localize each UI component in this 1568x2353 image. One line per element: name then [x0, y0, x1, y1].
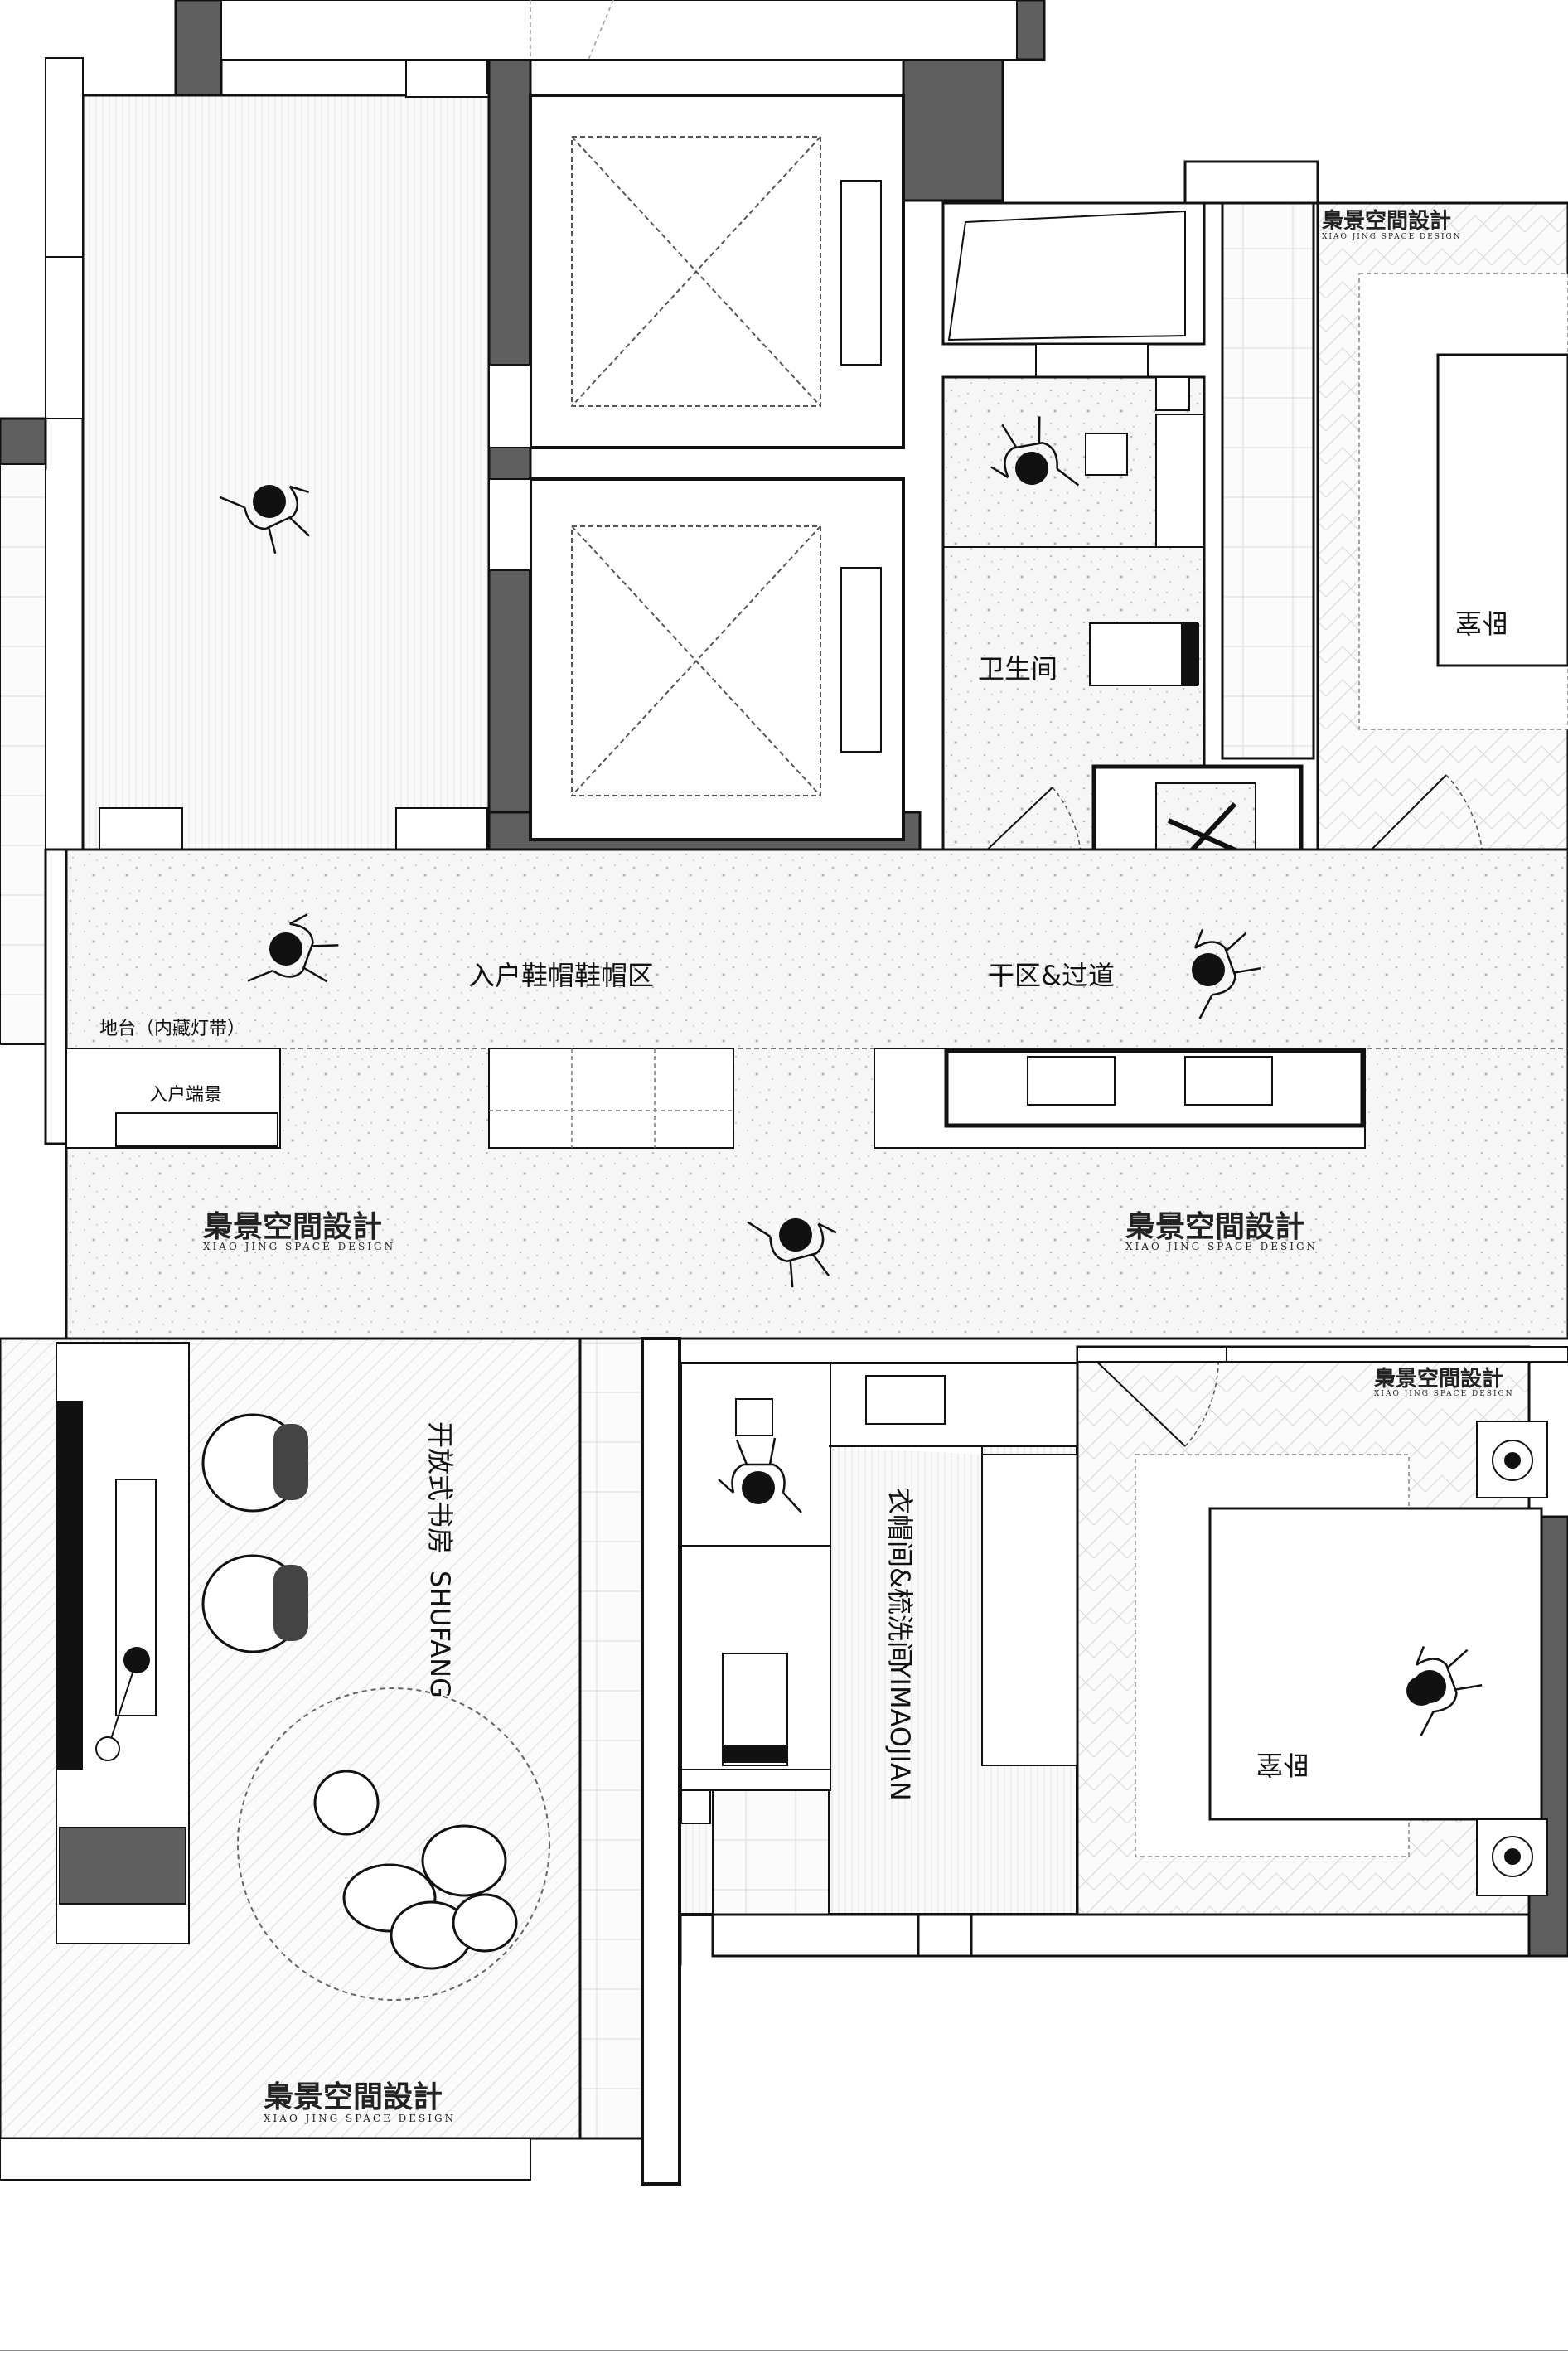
brand-mark-1-en: XIAO JING SPACE DESIGN [1322, 233, 1462, 241]
bedroom-top-label: 卧室 [1455, 607, 1508, 638]
brand-mark-3-en: XIAO JING SPACE DESIGN [1125, 1241, 1318, 1252]
study-room: 开放式书房 SHUFANG 梟景空間設計 XIAO JING SPACE DES… [0, 1337, 582, 2181]
bottom-wall [711, 1913, 1531, 1958]
dry-passage-label: 干区&过道 [988, 960, 1115, 991]
bedroom-bottom: 卧室 梟景空間設計 XIAO JING SPACE DESIGN [1076, 1345, 1568, 1916]
tile-strip [1183, 160, 1319, 760]
study-label-cn: 开放式书房 [424, 1421, 456, 1554]
brand-mark-3-cn: 梟景空間設計 [1125, 1209, 1304, 1244]
left-edge-column [0, 463, 68, 1145]
brand-mark-1-cn: 梟景空間設計 [1321, 208, 1451, 234]
bathroom-label: 卫生间 [978, 653, 1057, 685]
brand-mark-5-cn: 梟景空間設計 [1373, 1366, 1503, 1392]
wardrobe-label-cn: 衣帽间&梳洗间 [884, 1488, 916, 1668]
brand-mark-2-cn: 梟景空間設計 [202, 1209, 382, 1244]
brand-mark-4-cn: 梟景空間設計 [263, 2079, 443, 2114]
entry-view-label: 入户端景 [149, 1085, 222, 1106]
wardrobe-label-en: YIMAOJIAN [884, 1661, 916, 1801]
elevator-shafts [488, 94, 905, 841]
bedroom-top: 卧室 梟景空間設計 XIAO JING SPACE DESIGN [1316, 201, 1568, 884]
bedroom-bottom-label: 卧室 [1256, 1749, 1309, 1780]
upper-left-room [45, 57, 491, 851]
study-label-en: SHUFANG [424, 1571, 456, 1698]
entry-shoe-label: 入户鞋帽鞋帽区 [468, 960, 654, 991]
top-stair [220, 0, 1018, 61]
brand-mark-4-en: XIAO JING SPACE DESIGN [264, 2113, 456, 2124]
study-tile-strip [578, 1337, 681, 2186]
entry-hall: 地台（内藏灯带） 入户端景 入户鞋帽鞋帽区 干区&过道 卫生间 梟景空間設計 X… [65, 653, 1568, 1340]
brand-mark-2-en: XIAO JING SPACE DESIGN [203, 1241, 395, 1252]
wardrobe-room: 衣帽间&梳洗间 YIMAOJIAN [678, 1362, 1079, 1916]
floor-platform-label: 地台（内藏灯带） [99, 1019, 245, 1039]
brand-mark-5-en: XIAO JING SPACE DESIGN [1374, 1390, 1514, 1398]
